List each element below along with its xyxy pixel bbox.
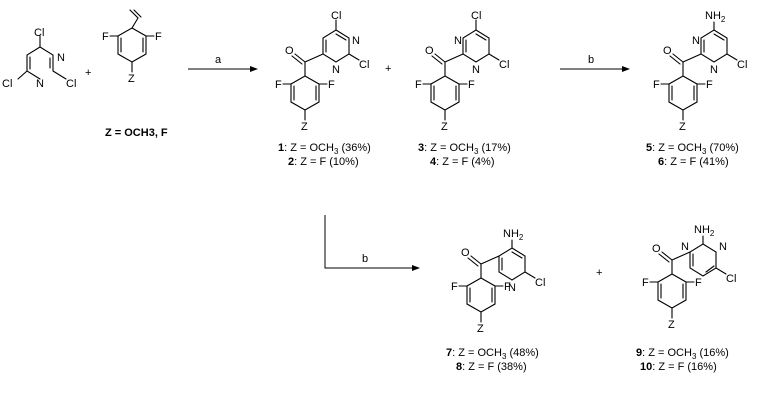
atom-n: N — [692, 35, 700, 47]
arrowhead — [250, 66, 258, 72]
product-1-2-structure: Cl Cl N N O F F Z — [275, 10, 369, 133]
caption-compound-1: 1: Z = OCH3 (36%) — [278, 142, 371, 156]
atom-z: Z — [128, 73, 135, 85]
atom-cl: Cl — [331, 10, 341, 22]
atom-nh2: NH2 — [705, 10, 726, 24]
caption-compound-10: 10: Z = F (16%) — [640, 361, 717, 373]
atom-o: O — [652, 243, 661, 255]
atom-cl: Cl — [499, 59, 509, 71]
atom-n: N — [681, 241, 689, 253]
product-3-4-structure: Cl Cl N N O F F Z — [415, 10, 509, 133]
caption-compound-9: 9: Z = OCH3 (16%) — [636, 347, 729, 361]
atom-f: F — [642, 277, 649, 289]
atom-cl: Cl — [2, 78, 12, 90]
product-7-8-structure: NH2 Cl N O F F Z — [451, 228, 545, 335]
atom-f: F — [653, 79, 660, 91]
atom-cl: Cl — [359, 59, 369, 71]
atom-cl: Cl — [535, 277, 545, 289]
step-label-a: a — [215, 54, 222, 66]
caption-compound-3: 3: Z = OCH3 (17%) — [418, 142, 511, 156]
arrowhead — [622, 66, 630, 72]
atom-n: N — [719, 241, 727, 253]
atom-f: F — [468, 79, 475, 91]
arrowhead — [412, 265, 420, 271]
caption-compound-4: 4: Z = F (4%) — [430, 156, 495, 168]
atom-n: N — [57, 52, 65, 64]
atom-n: N — [36, 78, 44, 90]
caption-compound-5: 5: Z = OCH3 (70%) — [646, 142, 739, 156]
product-5-6-structure: NH2 Cl N N O F F Z — [653, 10, 747, 133]
atom-n: N — [472, 64, 480, 76]
atom-z: Z — [477, 323, 484, 335]
atom-f: F — [155, 31, 162, 43]
benzaldehyde-structure: F F Z — [102, 9, 162, 85]
step-label-b: b — [588, 54, 594, 66]
atom-z: Z — [679, 121, 686, 133]
atom-cl: Cl — [726, 273, 736, 285]
atom-n: N — [352, 35, 360, 47]
atom-n: N — [508, 282, 516, 294]
trichloropyrimidine-structure: Cl Cl Cl N N — [2, 27, 76, 90]
atom-cl: Cl — [737, 59, 747, 71]
atom-f: F — [706, 79, 713, 91]
atom-f: F — [328, 79, 335, 91]
atom-n: N — [454, 35, 462, 47]
atom-n: N — [710, 64, 718, 76]
caption-compound-6: 6: Z = F (41%) — [658, 156, 729, 168]
atom-nh2: NH2 — [694, 224, 715, 238]
step-label-b: b — [362, 253, 368, 265]
atom-n: N — [332, 64, 340, 76]
atom-f: F — [102, 31, 109, 43]
atom-o: O — [663, 45, 672, 57]
caption-compound-2: 2: Z = F (10%) — [288, 156, 359, 168]
atom-f: F — [451, 281, 458, 293]
reaction-arrow-b-bent — [324, 215, 412, 269]
atom-f: F — [275, 79, 282, 91]
atom-cl: Cl — [34, 27, 44, 39]
atom-o: O — [285, 45, 294, 57]
atom-cl: Cl — [471, 10, 481, 22]
caption-compound-7: 7: Z = OCH3 (48%) — [446, 347, 539, 361]
caption-compound-8: 8: Z = F (38%) — [456, 361, 527, 373]
atom-z: Z — [668, 319, 675, 331]
atom-f: F — [415, 79, 422, 91]
atom-z: Z — [441, 121, 448, 133]
atom-f: F — [504, 281, 511, 293]
atom-f: F — [695, 277, 702, 289]
plus-sign: + — [85, 67, 91, 79]
plus-sign: + — [385, 63, 391, 75]
atom-o: O — [425, 45, 434, 57]
atom-z: Z — [301, 121, 308, 133]
atom-o: O — [461, 247, 470, 259]
aldehyde-caption: Z = OCH3, F — [105, 127, 168, 139]
atom-nh2: NH2 — [503, 228, 524, 242]
product-9-10-structure: NH2 Cl N N O F F Z — [642, 224, 736, 331]
atom-cl: Cl — [66, 78, 76, 90]
plus-sign: + — [596, 267, 602, 279]
